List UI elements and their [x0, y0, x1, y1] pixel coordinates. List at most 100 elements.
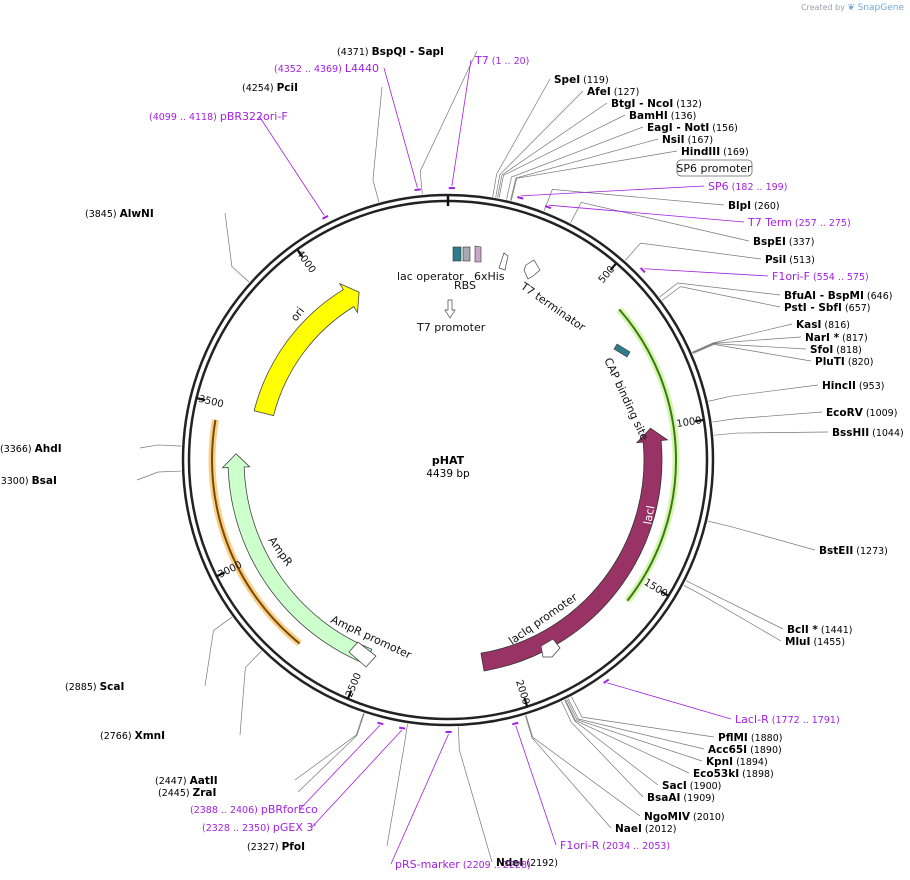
tick-label: 4000: [294, 248, 318, 275]
enzyme-site-name: AfeI: [587, 86, 611, 98]
enzyme-site-name: BclI *: [787, 624, 818, 636]
primer-site-name: pGEX 3': [273, 821, 317, 834]
backbone-ring: [181, 193, 715, 727]
enzyme-site: (2445) ZraI: [158, 787, 216, 799]
enzyme-leader-line: [708, 384, 819, 402]
enzyme-leader-line: [524, 715, 612, 829]
enzyme-leader-line: [525, 715, 641, 817]
enzyme-site-name: ScaI: [100, 681, 125, 693]
enzyme-site: KpnI (1894): [706, 756, 768, 768]
primer-leader-line: [520, 185, 705, 197]
enzyme-leader-line: [386, 723, 408, 847]
svg-text:(2388 .. 2406) pBRforEco: (2388 .. 2406) pBRforEco: [190, 803, 318, 816]
enzyme-site: (3366) AhdI: [0, 443, 62, 455]
enzyme-site-position: (1894): [733, 757, 768, 768]
primer-site-position: (2034 .. 2053): [599, 841, 670, 852]
enzyme-site-name: PsiI: [765, 254, 786, 266]
primer-leader-line: [644, 268, 769, 277]
enzyme-site-name: SpeI: [554, 74, 580, 86]
svg-text:(3366) AhdI: (3366) AhdI: [0, 443, 62, 455]
t7-terminator-feature: [523, 259, 541, 280]
enzyme-site-name: NaeI: [615, 823, 642, 835]
enzyme-site: BfuAI - BspMI (646): [784, 290, 892, 302]
svg-text:PluTI (820): PluTI (820): [815, 356, 873, 368]
tick-mark: [196, 396, 206, 402]
enzyme-site-name: BstEII: [819, 545, 853, 557]
enzyme-site-name: ZraI: [193, 787, 217, 799]
svg-text:BclI * (1441): BclI * (1441): [787, 624, 853, 636]
tick-label: 3500: [197, 394, 224, 411]
svg-text:BspEI (337): BspEI (337): [753, 236, 814, 248]
primer-mark: [377, 721, 384, 726]
svg-text:(3300) BsaI: (3300) BsaI: [0, 475, 57, 487]
enzyme-site-position: (1909): [680, 793, 715, 804]
rbs-label: RBS: [454, 279, 476, 292]
enzyme-site-name: PciI: [277, 82, 298, 94]
enzyme-leader-line: [567, 698, 705, 750]
enzyme-site-name: HincII: [822, 380, 856, 392]
his-tag-feature: [474, 245, 482, 263]
primer-leader-line: [451, 59, 472, 187]
svg-text:T7 (1 .. 20): T7 (1 .. 20): [474, 54, 529, 67]
enzyme-site: SfoI (818): [810, 344, 862, 356]
enzyme-leader-line: [136, 470, 182, 481]
plasmid-name: pHAT: [432, 454, 465, 467]
enzyme-site: BssHII (1044): [832, 427, 904, 439]
enzyme-site-name: PfoI: [282, 841, 305, 853]
primer-site-name: T7: [474, 54, 489, 67]
enzyme-site-position: (337): [786, 237, 815, 248]
svg-text:BssHII (1044): BssHII (1044): [832, 427, 904, 439]
ori-arrow: [253, 282, 360, 417]
svg-text:(3845) AlwNI: (3845) AlwNI: [85, 208, 154, 220]
enzyme-leader-line: [692, 336, 802, 353]
svg-text:(2327) PfoI: (2327) PfoI: [247, 841, 305, 853]
primer-site-position: (1772 .. 1791): [769, 715, 840, 726]
enzyme-site-name: SacI: [662, 780, 687, 792]
enzyme-leader-line: [372, 86, 383, 203]
enzyme-leader-line: [561, 701, 644, 798]
enzyme-site-name: EcoRV: [826, 407, 864, 419]
svg-text:NarI * (817): NarI * (817): [805, 332, 868, 344]
enzyme-site: NarI * (817): [805, 332, 868, 344]
enzyme-site-name: MluI: [785, 636, 810, 648]
svg-text:NaeI (2012): NaeI (2012): [615, 823, 677, 835]
t7-promoter-label: T7 promoter: [416, 321, 486, 334]
enzyme-leader-line: [495, 90, 584, 198]
primer-site: T7 (1 .. 20): [474, 54, 529, 67]
enzyme-site-position: (260): [751, 201, 780, 212]
enzyme-site: EagI - NotI (156): [647, 122, 738, 134]
his-label: 6xHis: [474, 270, 505, 283]
tick-mark: [609, 262, 618, 271]
credit-brand: SnapGene: [857, 3, 904, 13]
primer-site: (2328 .. 2350) pGEX 3': [202, 821, 316, 834]
enzyme-site: BtgI - NcoI (132): [611, 98, 702, 110]
enzyme-site: AfeI (127): [587, 86, 639, 98]
created-by-credit: Created by ❦ SnapGene: [801, 3, 904, 13]
primer-mark: [321, 215, 329, 220]
enzyme-site-position: (816): [821, 320, 850, 331]
feature-arrows: [208, 282, 680, 672]
primer-site-name: F1ori-F: [772, 270, 810, 283]
enzyme-leader-line: [492, 78, 551, 197]
enzyme-site-position: (3845): [85, 209, 120, 220]
primer-site: (4099 .. 4118) pBR322ori-F: [149, 110, 288, 123]
primer-site: (2388 .. 2406) pBRforEco: [190, 803, 318, 816]
enzyme-site: (2885) ScaI: [65, 681, 124, 693]
enzyme-site: (4371) BspQI - SapI: [337, 46, 444, 58]
svg-text:Acc65I (1890): Acc65I (1890): [708, 744, 782, 756]
primer-site: pRS-marker (2209 .. 2228): [395, 858, 531, 871]
enzyme-site-name: BfuAI - BspMI: [784, 290, 864, 302]
primer-mark: [639, 267, 646, 274]
primer-mark: [512, 721, 519, 726]
lac-operator-label: lac operator: [397, 270, 464, 283]
primer-site-name: LacI-R: [735, 713, 769, 726]
enzyme-leader-line: [692, 343, 807, 354]
svg-text:LacI-R (1772 .. 1791): LacI-R (1772 .. 1791): [735, 713, 840, 726]
svg-text:HindIII (169): HindIII (169): [681, 146, 749, 158]
enzyme-site-position: (1273): [853, 546, 888, 557]
enzyme-leader-line: [543, 189, 725, 212]
enzyme-site-position: (1009): [863, 408, 898, 419]
svg-text:Eco53kI (1898): Eco53kI (1898): [693, 768, 774, 780]
enzyme-site-position: (156): [709, 123, 738, 134]
primer-site-name: pRS-marker: [395, 858, 460, 871]
